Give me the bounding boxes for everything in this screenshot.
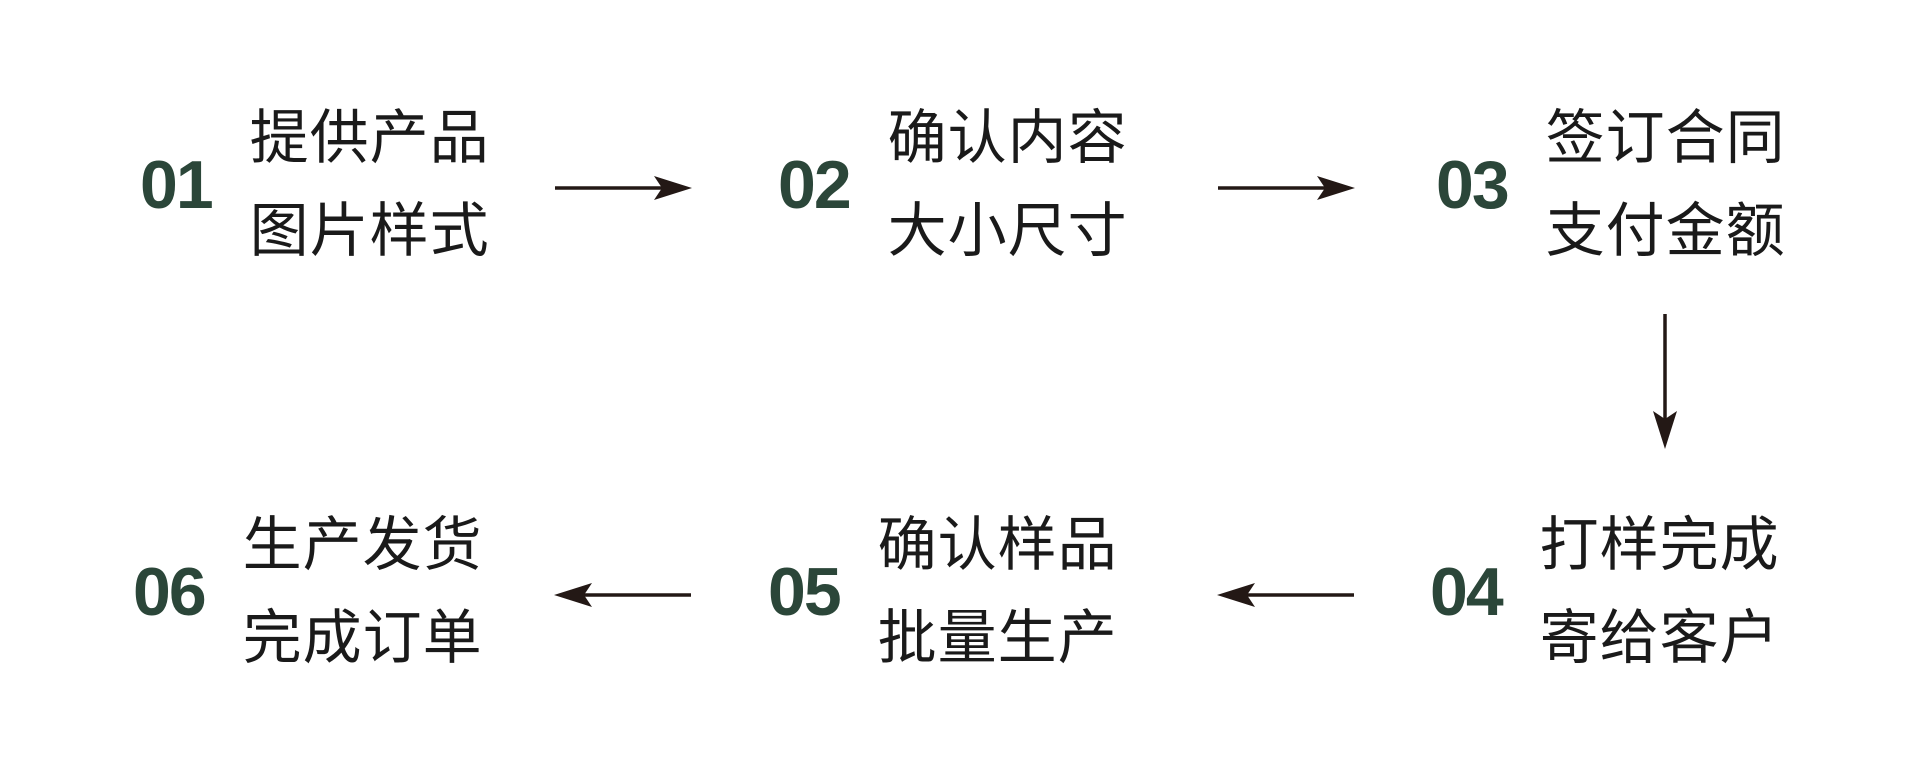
- step-01-line1: 提供产品: [249, 105, 490, 171]
- step-06: 06 生产发货 完成订单: [133, 497, 483, 687]
- step-01-number: 01: [140, 147, 214, 223]
- arrow-right-icon: [1216, 168, 1356, 208]
- step-02-number: 02: [778, 147, 852, 223]
- step-03-line2: 支付金额: [1545, 198, 1786, 264]
- step-05-number: 05: [768, 554, 842, 630]
- step-05-line2: 批量生产: [877, 605, 1118, 671]
- step-05-label: 确认样品 批量生产: [878, 499, 1118, 685]
- step-04: 04 打样完成 寄给客户: [1430, 497, 1780, 687]
- step-01-label: 提供产品 图片样式: [250, 92, 490, 278]
- step-02: 02 确认内容 大小尺寸: [778, 90, 1128, 280]
- step-06-number: 06: [133, 554, 207, 630]
- step-01-line2: 图片样式: [249, 198, 490, 264]
- step-06-label: 生产发货 完成订单: [243, 499, 483, 685]
- arrow-right-icon: [553, 168, 693, 208]
- step-05-line1: 确认样品: [877, 512, 1118, 578]
- step-02-label: 确认内容 大小尺寸: [888, 92, 1128, 278]
- step-03-number: 03: [1436, 147, 1510, 223]
- arrow-left-icon: [1216, 575, 1356, 615]
- step-06-line2: 完成订单: [242, 605, 483, 671]
- step-03-line1: 签订合同: [1545, 105, 1786, 171]
- step-02-line2: 大小尺寸: [887, 198, 1128, 264]
- step-05: 05 确认样品 批量生产: [768, 497, 1118, 687]
- step-04-line1: 打样完成: [1539, 512, 1780, 578]
- arrow-left-icon: [553, 575, 693, 615]
- step-01: 01 提供产品 图片样式: [140, 90, 490, 280]
- step-03: 03 签订合同 支付金额: [1436, 90, 1786, 280]
- step-04-number: 04: [1430, 554, 1504, 630]
- arrow-down-icon: [1645, 312, 1685, 450]
- step-06-line1: 生产发货: [242, 512, 483, 578]
- step-03-label: 签订合同 支付金额: [1546, 92, 1786, 278]
- step-04-label: 打样完成 寄给客户: [1540, 499, 1780, 685]
- step-02-line1: 确认内容: [887, 105, 1128, 171]
- step-04-line2: 寄给客户: [1539, 605, 1780, 671]
